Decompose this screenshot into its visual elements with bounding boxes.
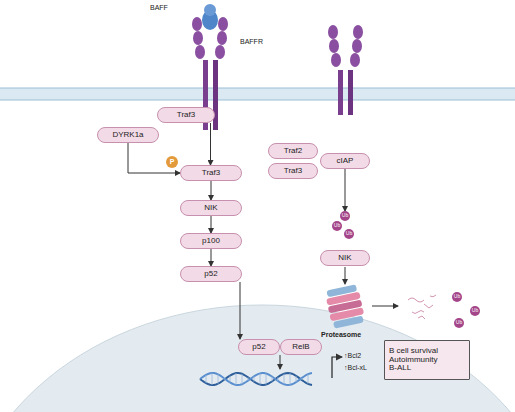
protein-pill: NIK xyxy=(320,250,370,266)
ubiquitin-circle: Ub xyxy=(454,318,464,328)
membrane xyxy=(0,88,515,100)
arrow xyxy=(345,267,346,284)
node-text: B cell survival xyxy=(389,347,438,356)
protein-pill: Traf2 xyxy=(268,143,318,159)
protein-pill: p52 xyxy=(238,339,280,355)
node-text: P xyxy=(170,158,175,166)
node-text: RelB xyxy=(292,343,309,352)
ubiquitin-circle: Ub xyxy=(452,292,462,302)
node-text: NIK xyxy=(338,254,351,263)
arrow-connector xyxy=(211,181,212,200)
ubiquitin-circle: Ub xyxy=(332,221,342,231)
dna-helix xyxy=(200,373,312,385)
gene-label: ↑Bcl-xL xyxy=(344,364,367,371)
node-text: DYRK1a xyxy=(112,131,143,140)
node-text: cIAP xyxy=(337,157,354,166)
phospho-circle: P xyxy=(166,156,178,168)
protein-pill: RelB xyxy=(280,339,322,355)
ubiquitin-circle: Ub xyxy=(340,211,350,221)
node-text: Ub xyxy=(346,231,352,237)
protein-pill: Traf3 xyxy=(268,163,318,179)
node-text: Ub xyxy=(454,294,460,300)
protein-pill: cIAP xyxy=(320,153,370,169)
protein-pill: p52 xyxy=(180,266,242,282)
arrow-connector xyxy=(211,216,212,233)
protein-pill: NIK xyxy=(180,200,242,216)
node-text: p100 xyxy=(202,237,220,246)
arrow-connector xyxy=(210,123,211,165)
proteasome-symbol xyxy=(324,284,365,329)
protein-pill: Traf3 xyxy=(157,107,215,123)
part-label: Proteasome xyxy=(321,331,361,338)
transcription-arrow xyxy=(332,357,342,378)
peptide-fragments xyxy=(408,295,436,319)
node-text: Traf3 xyxy=(177,111,195,120)
node-text: p52 xyxy=(204,270,217,279)
node-text: Ub xyxy=(456,320,462,326)
ubiquitin-circle: Ub xyxy=(344,229,354,239)
arrow-connector xyxy=(240,282,241,339)
protein-pill: p100 xyxy=(180,233,242,249)
node-text: p52 xyxy=(252,343,265,352)
node-text: Ub xyxy=(334,223,340,229)
node-text: NIK xyxy=(204,204,217,213)
node-text: B-ALL xyxy=(389,364,411,373)
ubiquitin-circle: Ub xyxy=(470,306,480,316)
arrow-connector xyxy=(345,169,346,211)
arrow-connector xyxy=(211,249,212,266)
arrow xyxy=(280,355,281,369)
arrow xyxy=(372,306,398,307)
protein-pill: DYRK1a xyxy=(97,127,159,143)
baffr-receptor xyxy=(328,25,363,115)
outcome-box: B cell survivalAutoimmunityB-ALL xyxy=(384,340,470,380)
node-text: Traf3 xyxy=(202,169,220,178)
arrow-connector xyxy=(128,143,180,173)
node-text: Ub xyxy=(342,213,348,219)
gene-label: ↑Bcl2 xyxy=(344,352,361,359)
node-text: Traf3 xyxy=(284,167,302,176)
node-text: Ub xyxy=(472,308,478,314)
molecule-label: BAFF xyxy=(150,4,168,11)
nucleus xyxy=(0,305,515,412)
protein-pill: Traf3 xyxy=(180,165,242,181)
node-text: Autoimmunity xyxy=(389,356,437,365)
node-text: Traf2 xyxy=(284,147,302,156)
molecule-label: BAFFR xyxy=(240,38,263,45)
